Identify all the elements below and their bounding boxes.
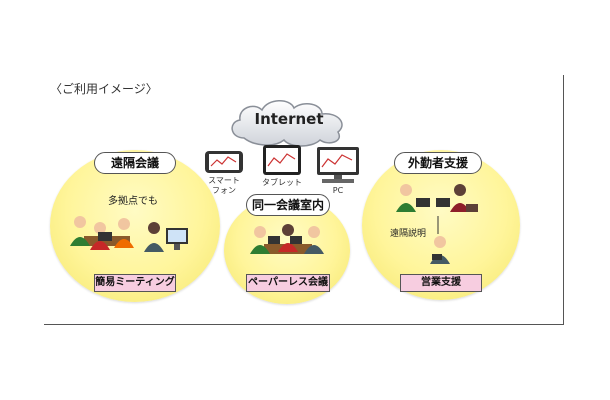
remote-meeting-note: 多拠点でも	[108, 196, 158, 207]
same-room-tag: ペーパーレス会議	[246, 274, 330, 292]
smartphone-label: スマート フォン	[208, 176, 240, 195]
internet-label: Internet	[254, 110, 324, 128]
smartphone-icon	[204, 150, 244, 174]
pc-label: PC	[332, 186, 344, 195]
same-room-people-icon	[250, 222, 326, 262]
usage-heading: 〈ご利用イメージ〉	[50, 82, 158, 96]
pc-monitor-icon	[316, 146, 360, 184]
remote-meeting-people-icon	[66, 210, 196, 260]
remote-meeting-title: 遠隔会議	[94, 152, 176, 174]
internet-cloud: Internet	[224, 96, 354, 148]
field-support-title: 外勤者支援	[394, 152, 482, 174]
same-room-title: 同一会議室内	[246, 194, 330, 216]
tablet-label: タブレット	[262, 178, 302, 187]
remote-meeting-tag: 簡易ミーティング	[94, 274, 176, 292]
frame-right-border	[563, 75, 564, 325]
field-support-note: 遠隔説明	[390, 229, 427, 239]
field-support-tag: 営業支援	[400, 274, 482, 292]
tablet-icon	[262, 144, 302, 176]
field-support-people-icon	[394, 182, 484, 268]
frame-bottom-border	[44, 324, 564, 325]
